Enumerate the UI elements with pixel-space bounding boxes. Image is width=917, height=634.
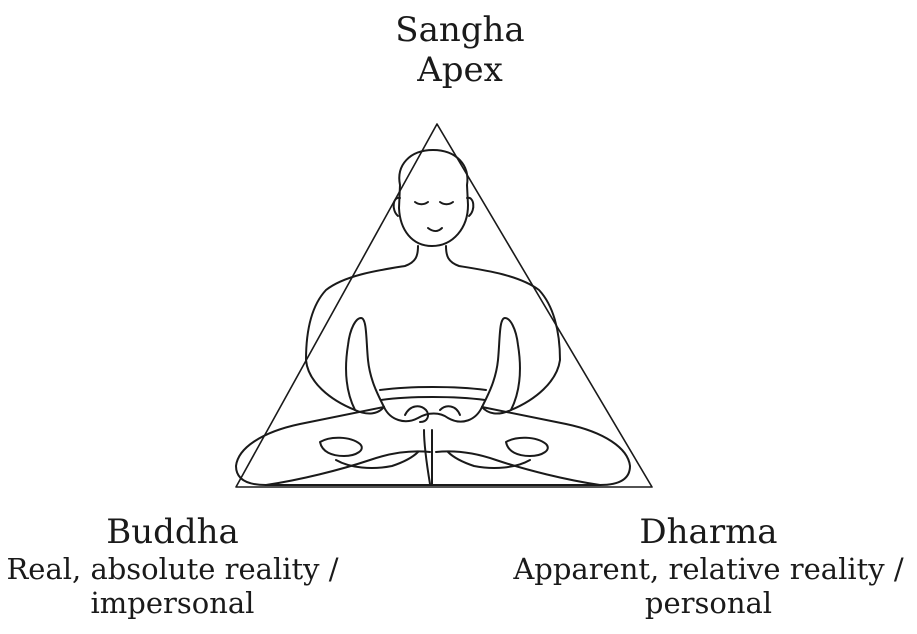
- right-line1: Apparent, relative reality /: [500, 552, 917, 586]
- triangle-outline: [236, 124, 652, 487]
- left-title: Buddha: [0, 512, 345, 552]
- right-vertex-label: Dharma Apparent, relative reality / pers…: [500, 512, 917, 621]
- meditating-figure-drawing: [236, 150, 630, 485]
- left-line1: Real, absolute reality /: [0, 552, 345, 586]
- left-vertex-label: Buddha Real, absolute reality / imperson…: [0, 512, 345, 621]
- right-title: Dharma: [500, 512, 917, 552]
- right-line2: personal: [500, 586, 917, 620]
- left-line2: impersonal: [0, 586, 345, 620]
